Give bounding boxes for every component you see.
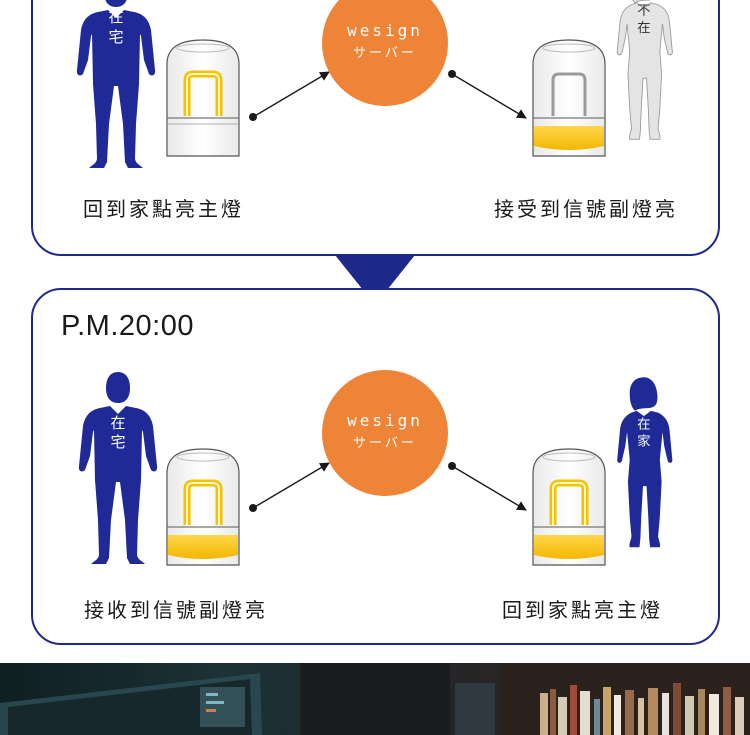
figure-label-line1: 在 <box>108 8 123 26</box>
sub-light-glow <box>534 535 604 559</box>
server-name: wesign <box>347 21 423 40</box>
caption-right: 接受到信號副燈亮 <box>494 197 678 221</box>
arrow-from-server-icon <box>448 462 527 511</box>
caption-right: 回到家點亮主燈 <box>502 598 663 622</box>
photo-strip-image <box>0 663 750 735</box>
lamp-icon <box>166 448 240 566</box>
time-label: P.M.20:00 <box>61 310 194 342</box>
sub-light-glow <box>534 126 604 150</box>
wesign-server-node: wesign サーバー <box>322 370 448 496</box>
sub-light-glow <box>168 535 238 559</box>
caption-left: 回到家點亮主燈 <box>83 197 244 221</box>
figure-label-line1: 在 <box>110 414 125 432</box>
desk-photo-strip <box>0 663 750 735</box>
wesign-server-node: wesign サーバー <box>322 0 448 106</box>
man-silhouette-icon: 在 宅 <box>76 0 156 174</box>
server-subtitle: サーバー <box>353 436 417 451</box>
woman-silhouette-icon: 不 在 <box>612 0 674 156</box>
arrow-from-server-icon <box>448 70 527 119</box>
figure-label-line2: 在 <box>637 20 650 36</box>
arrow-to-server-icon <box>249 462 330 512</box>
figure-label-line2: 宅 <box>110 433 125 451</box>
lamp-icon <box>532 39 606 157</box>
server-subtitle: サーバー <box>353 46 417 61</box>
figure-label-line2: 家 <box>637 432 650 449</box>
down-triangle-icon <box>335 255 415 305</box>
arrow-to-server-icon <box>249 71 330 121</box>
man-silhouette-icon: 在 宅 <box>78 370 158 570</box>
caption-left: 接收到信號副燈亮 <box>84 598 268 622</box>
server-name: wesign <box>347 411 423 430</box>
lamp-icon <box>166 39 240 157</box>
lamp-icon <box>532 448 606 566</box>
figure-label-line2: 宅 <box>108 28 123 46</box>
figure-label-line1: 在 <box>637 417 650 433</box>
woman-silhouette-icon: 在 家 <box>612 368 674 560</box>
figure-label-line1: 不 <box>637 3 650 18</box>
